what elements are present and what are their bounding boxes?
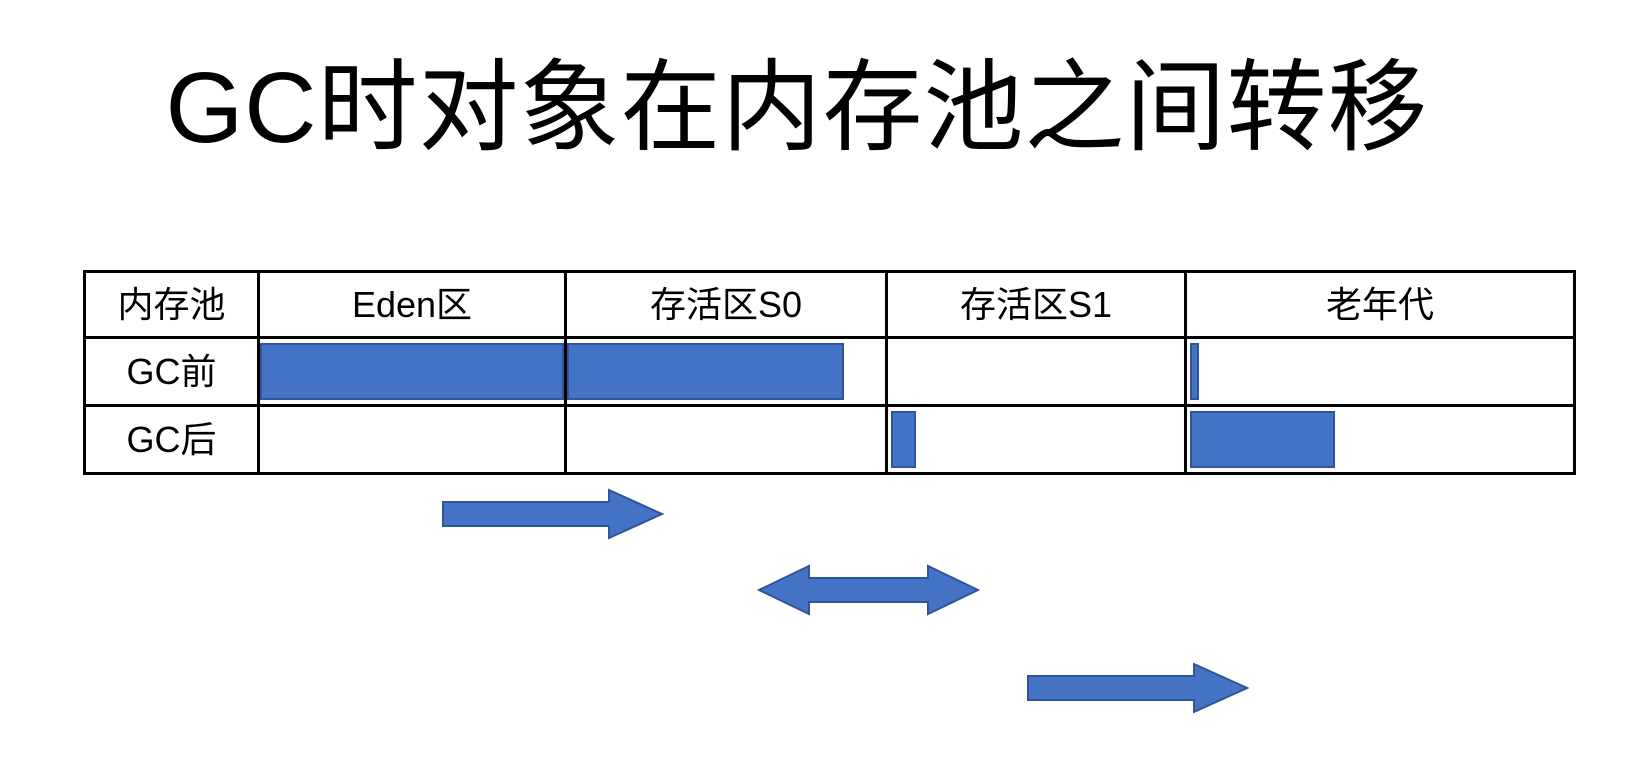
cell-after-s0 [567,407,888,472]
column-header-survivor-s1: 存活区S1 [888,273,1187,339]
column-header-survivor-s0: 存活区S0 [567,273,888,339]
cell-before-eden [260,339,567,407]
cell-before-oldgen [1187,339,1573,407]
column-header-pool: 内存池 [86,273,260,339]
eden-to-survivor-arrow-icon [442,488,664,540]
memory-pool-table: 内存池 Eden区 存活区S0 存活区S1 老年代 GC前 GC后 [83,270,1576,475]
row-label-before-gc: GC前 [86,339,260,407]
column-header-eden: Eden区 [260,273,567,339]
survivor-swap-arrow-icon [757,562,980,618]
cell-before-s0 [567,339,888,407]
row-label-after-gc: GC后 [86,407,260,472]
cell-after-s1 [888,407,1187,472]
memory-bar [1190,343,1200,400]
page-title: GC时对象在内存池之间转移 [165,52,1429,164]
column-header-old-gen: 老年代 [1187,273,1573,339]
memory-bar [1190,411,1335,468]
memory-bar [260,343,564,400]
memory-bar [891,411,917,468]
cell-after-oldgen [1187,407,1573,472]
survivor-to-old-arrow-icon [1027,662,1249,714]
cell-before-s1 [888,339,1187,407]
memory-bar [567,343,844,400]
cell-after-eden [260,407,567,472]
